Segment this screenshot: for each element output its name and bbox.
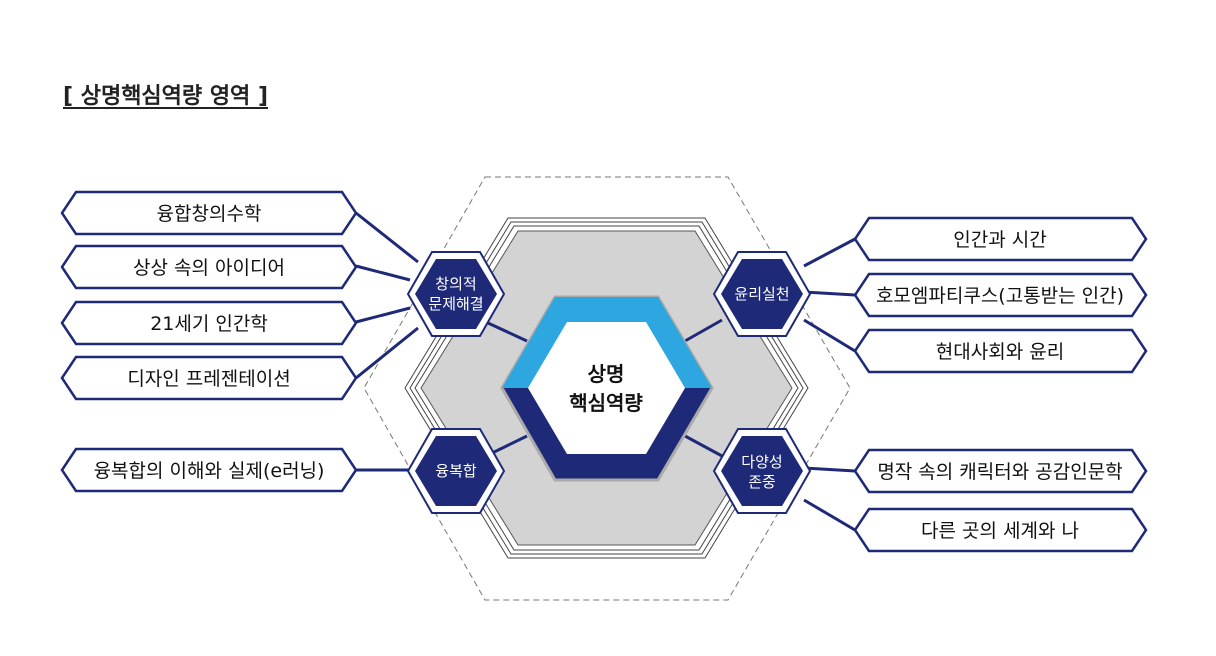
- course-label: 21세기 인간학: [150, 313, 268, 335]
- competency-label-3: 융복합: [435, 462, 477, 480]
- course-box: 21세기 인간학: [60, 300, 358, 346]
- course-box: 명작 속의 캐릭터와 공감인문학: [853, 448, 1148, 494]
- competency-label-2: 윤리실천: [734, 285, 789, 303]
- competency-label-1: 창의적: [435, 275, 476, 293]
- course-label: 호모엠파티쿠스(고통받는 인간): [876, 285, 1124, 307]
- course-box: 호모엠파티쿠스(고통받는 인간): [853, 272, 1148, 318]
- competency-convergence: 융복합: [406, 428, 506, 514]
- course-box: 융합창의수학: [60, 190, 358, 236]
- competency-label-4b: 존중: [748, 473, 776, 491]
- competency-ethics: 윤리실천: [712, 251, 812, 337]
- core-hexagon: 상명 핵심역량: [500, 295, 714, 482]
- course-box: 다른 곳의 세계와 나: [853, 507, 1148, 553]
- left-course-list: 융합창의수학 상상 속의 아이디어 21세기 인간학 디자인 프레젠테이션 융복…: [60, 190, 358, 493]
- page-title: [ 상명핵심역량 영역 ]: [63, 84, 269, 109]
- core-line2: 핵심역량: [569, 391, 643, 415]
- course-label: 디자인 프레젠테이션: [127, 368, 290, 390]
- competency-label-1b: 문제해결: [428, 295, 483, 313]
- course-label: 융복합의 이해와 실제(e러닝): [94, 460, 325, 482]
- course-label: 상상 속의 아이디어: [133, 257, 285, 279]
- competency-label-4: 다양성: [741, 453, 782, 471]
- right-course-list: 인간과 시간 호모엠파티쿠스(고통받는 인간) 현대사회와 윤리 명작 속의 캐…: [853, 216, 1148, 553]
- core-line1: 상명: [588, 362, 625, 386]
- course-box: 디자인 프레젠테이션: [60, 355, 358, 401]
- connector-lines: [355, 211, 856, 532]
- course-box: 현대사회와 윤리: [853, 328, 1148, 374]
- course-label: 인간과 시간: [953, 229, 1046, 251]
- course-label: 명작 속의 캐릭터와 공감인문학: [877, 461, 1122, 483]
- course-label: 현대사회와 윤리: [936, 341, 1064, 363]
- course-box: 융복합의 이해와 실제(e러닝): [60, 447, 358, 493]
- outer-dashed-hexagon: [363, 176, 851, 601]
- course-box: 상상 속의 아이디어: [60, 244, 358, 290]
- course-label: 다른 곳의 세계와 나: [921, 520, 1079, 542]
- course-label: 융합창의수학: [157, 203, 262, 225]
- competency-diversity: 다양성 존중: [712, 428, 812, 514]
- course-box: 인간과 시간: [853, 216, 1148, 262]
- competency-creative-problem-solving: 창의적 문제해결: [406, 251, 506, 337]
